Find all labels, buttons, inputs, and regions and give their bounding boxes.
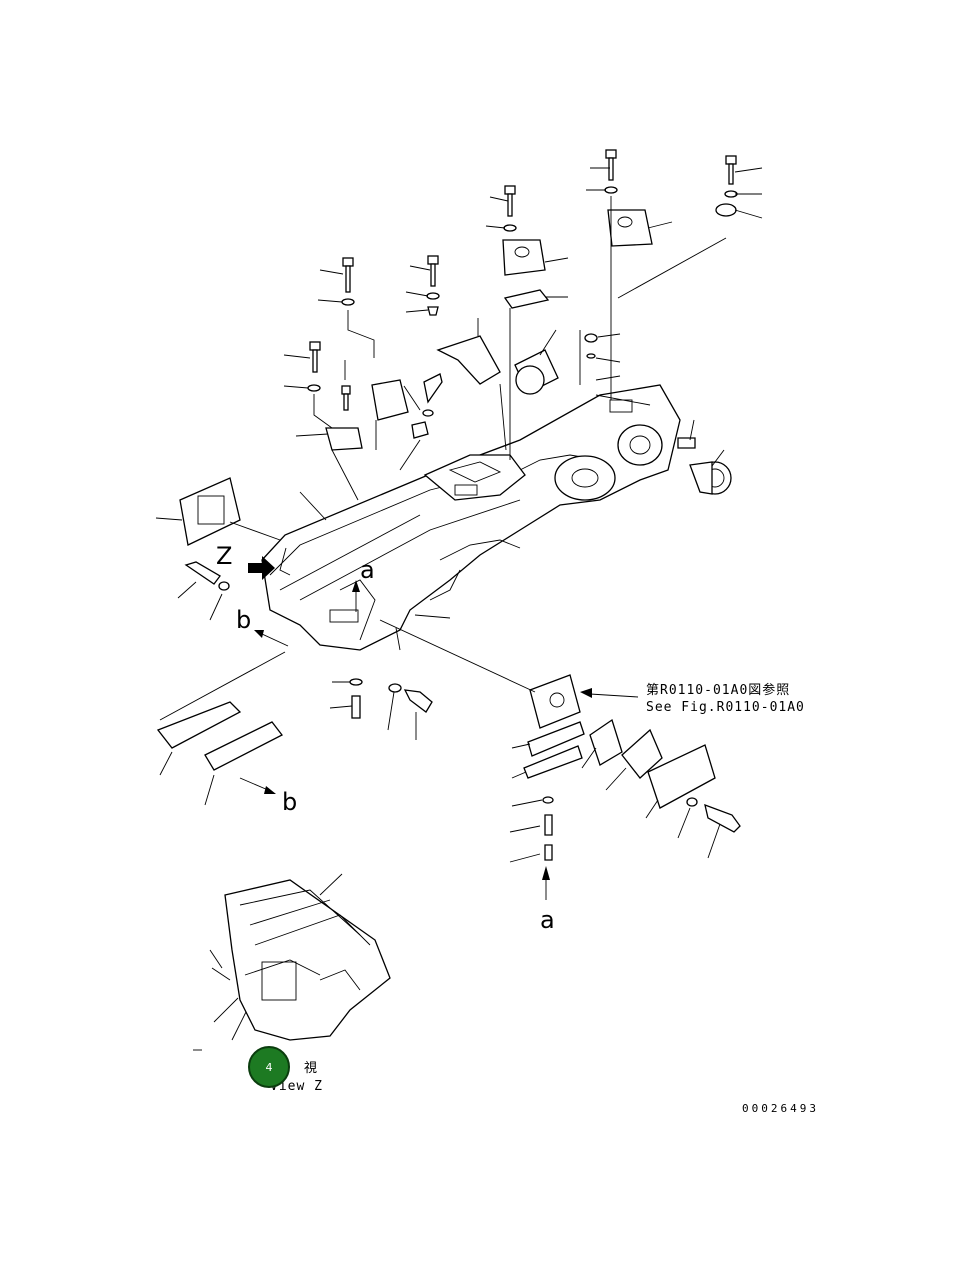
drawing-number: 00026493 xyxy=(742,1102,819,1115)
inset-view-z xyxy=(224,879,391,1041)
ref-letter-a-upper: a xyxy=(360,556,375,584)
cover-plate-left xyxy=(179,477,241,546)
leader-lines xyxy=(155,167,763,1051)
bolt-left xyxy=(184,561,230,591)
ref-letter-b-lower: b xyxy=(282,788,298,816)
see-figure-label-jp: 第R0110-01A0図参照 xyxy=(646,683,791,698)
bolt-right-side xyxy=(677,437,696,449)
view-z-arrow-icon xyxy=(248,556,275,580)
bolt-sets-upper xyxy=(307,149,738,417)
view-z-label-jp: 視 xyxy=(304,1061,319,1076)
badge-number: 4 xyxy=(265,1060,273,1074)
roller-bushing-right xyxy=(689,461,732,495)
ref-letter-b-upper: b xyxy=(236,606,252,634)
see-figure-label-en: See Fig.R0110-01A0 xyxy=(646,700,805,715)
part-number-badge[interactable]: 4 xyxy=(248,1046,290,1088)
brackets-upper xyxy=(325,209,653,451)
view-letter-z: Z xyxy=(216,542,233,570)
view-z-label-en: View Z xyxy=(270,1079,323,1094)
bolts-lower-center xyxy=(349,678,433,719)
assembly-lower-right xyxy=(523,674,741,861)
guards-lower-left xyxy=(156,701,283,771)
ref-letter-a-lower: a xyxy=(540,906,555,934)
track-frame xyxy=(261,384,681,651)
cylinder-bushing xyxy=(514,349,559,395)
